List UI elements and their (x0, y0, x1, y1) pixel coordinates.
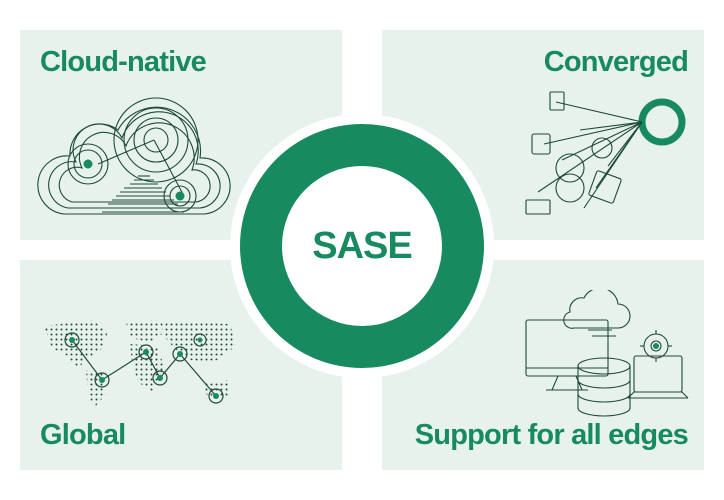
panel-label-support-for-all-edges: Support for all edges (414, 419, 689, 451)
converged-network-icon (525, 91, 686, 215)
panel-converged: Converged (382, 30, 704, 240)
panel-label-global: Global (40, 419, 126, 451)
cloud-icon (37, 97, 231, 215)
devices-icon (525, 290, 689, 417)
sase-ring: SASE (230, 114, 494, 378)
sase-ring-center: SASE (282, 166, 442, 326)
sase-ring-band: SASE (240, 124, 484, 368)
panel-label-converged: Converged (543, 46, 689, 78)
panel-label-cloud-native: Cloud-native (40, 46, 207, 78)
world-map-icon (44, 320, 236, 408)
center-label: SASE (312, 224, 412, 267)
